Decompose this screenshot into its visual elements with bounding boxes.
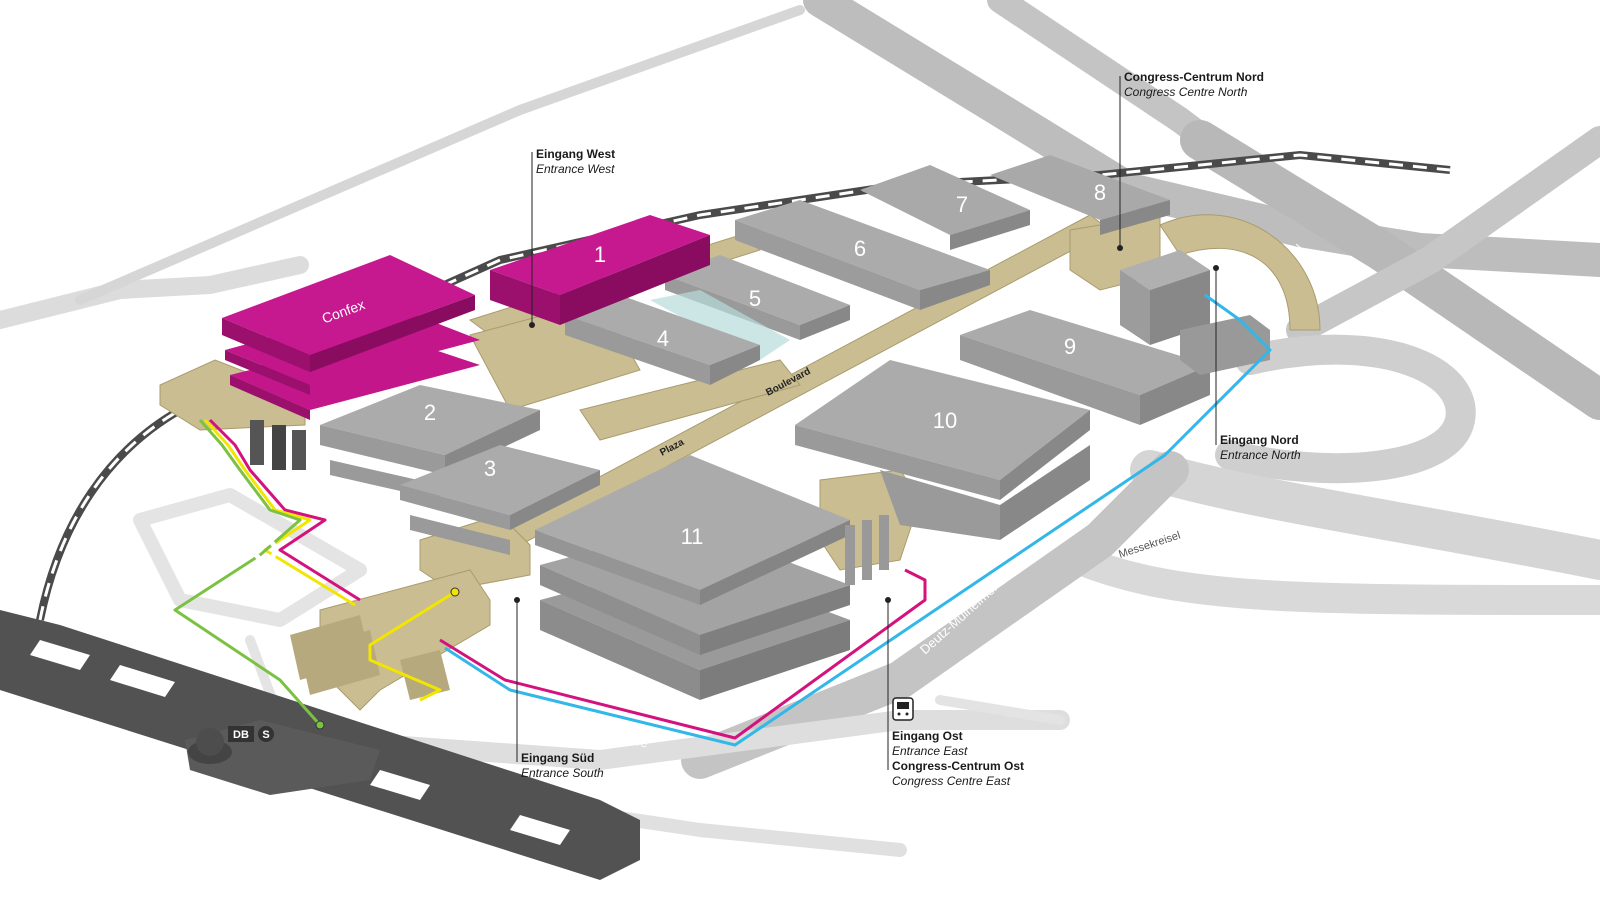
entrance-south-de: Eingang Süd: [521, 751, 594, 765]
hall-8-label: 8: [1094, 180, 1106, 205]
congress-east-en: Congress Centre East: [892, 774, 1011, 788]
tram-icon: [892, 697, 914, 721]
leader-lines: [516, 76, 1217, 770]
hall-4-label: 4: [657, 326, 669, 351]
hall-labels: 1 2 3 4 5 6 7 8 9 10 11 Confex: [320, 180, 1106, 549]
hall-11-label: 11: [681, 524, 704, 549]
db-badge: DB: [228, 726, 254, 742]
east-entrance-towers: [845, 515, 889, 585]
hall-4[interactable]: [565, 295, 760, 385]
s-bahn-icon: S: [258, 726, 274, 742]
station: DB S: [185, 720, 380, 795]
hall-1[interactable]: [490, 215, 710, 325]
route-green: [173, 419, 322, 726]
congress-north-de: Congress-Centrum Nord: [1124, 70, 1264, 84]
entrance-west-label: Eingang West Entrance West: [536, 147, 615, 176]
hall-3[interactable]: [400, 445, 600, 555]
barmer-strasse-label: Barmer Straße: [564, 712, 650, 751]
hall-8[interactable]: [990, 155, 1170, 235]
entrance-north-label: Eingang Nord Entrance North: [1220, 433, 1301, 462]
hall-6-label: 6: [854, 236, 866, 261]
db-label: DB: [233, 729, 249, 741]
entrance-north-de: Eingang Nord: [1220, 433, 1299, 447]
entrance-east-en: Entrance East: [892, 744, 968, 758]
leader-dots: [514, 245, 1219, 603]
entrance-south-en: Entrance South: [521, 766, 604, 780]
hall-7[interactable]: [860, 165, 1030, 250]
route-magenta-west: [208, 418, 361, 602]
hall-3-label: 3: [484, 456, 496, 481]
s-label: S: [262, 729, 269, 741]
hall-5-label: 5: [749, 286, 761, 311]
glass-roof: [650, 290, 790, 360]
hall-10-label: 10: [933, 408, 957, 433]
hall-6[interactable]: [735, 200, 990, 310]
routes: [173, 293, 1272, 747]
entrance-south-label: Eingang Süd Entrance South: [521, 751, 604, 780]
hall-9[interactable]: [960, 310, 1210, 425]
route-cyan: [444, 293, 1272, 747]
congress-centre-north-building[interactable]: [1120, 250, 1270, 375]
halls: [222, 155, 1270, 700]
hall-9-label: 9: [1064, 334, 1076, 359]
hall-1-label: 1: [594, 242, 606, 267]
hall-confex[interactable]: [222, 255, 480, 470]
entrance-east-de: Eingang Ost: [892, 729, 963, 743]
entrance-west-de: Eingang West: [536, 147, 615, 161]
entrance-north-en: Entrance North: [1220, 448, 1301, 462]
congress-north-en: Congress Centre North: [1124, 85, 1248, 99]
hall-10[interactable]: [795, 360, 1090, 540]
route-magenta: [439, 568, 927, 740]
hall-2-label: 2: [424, 400, 436, 425]
entrance-west-en: Entrance West: [536, 162, 615, 176]
congress-centre-north-label: Congress-Centrum Nord Congress Centre No…: [1124, 70, 1264, 99]
route-yellow-south: [368, 590, 456, 702]
hall-11[interactable]: [535, 455, 850, 700]
hall-7-label: 7: [956, 192, 968, 217]
congress-east-de: Congress-Centrum Ost: [892, 759, 1024, 773]
entrance-east-label: Eingang Ost Entrance East Congress-Centr…: [892, 729, 1024, 788]
